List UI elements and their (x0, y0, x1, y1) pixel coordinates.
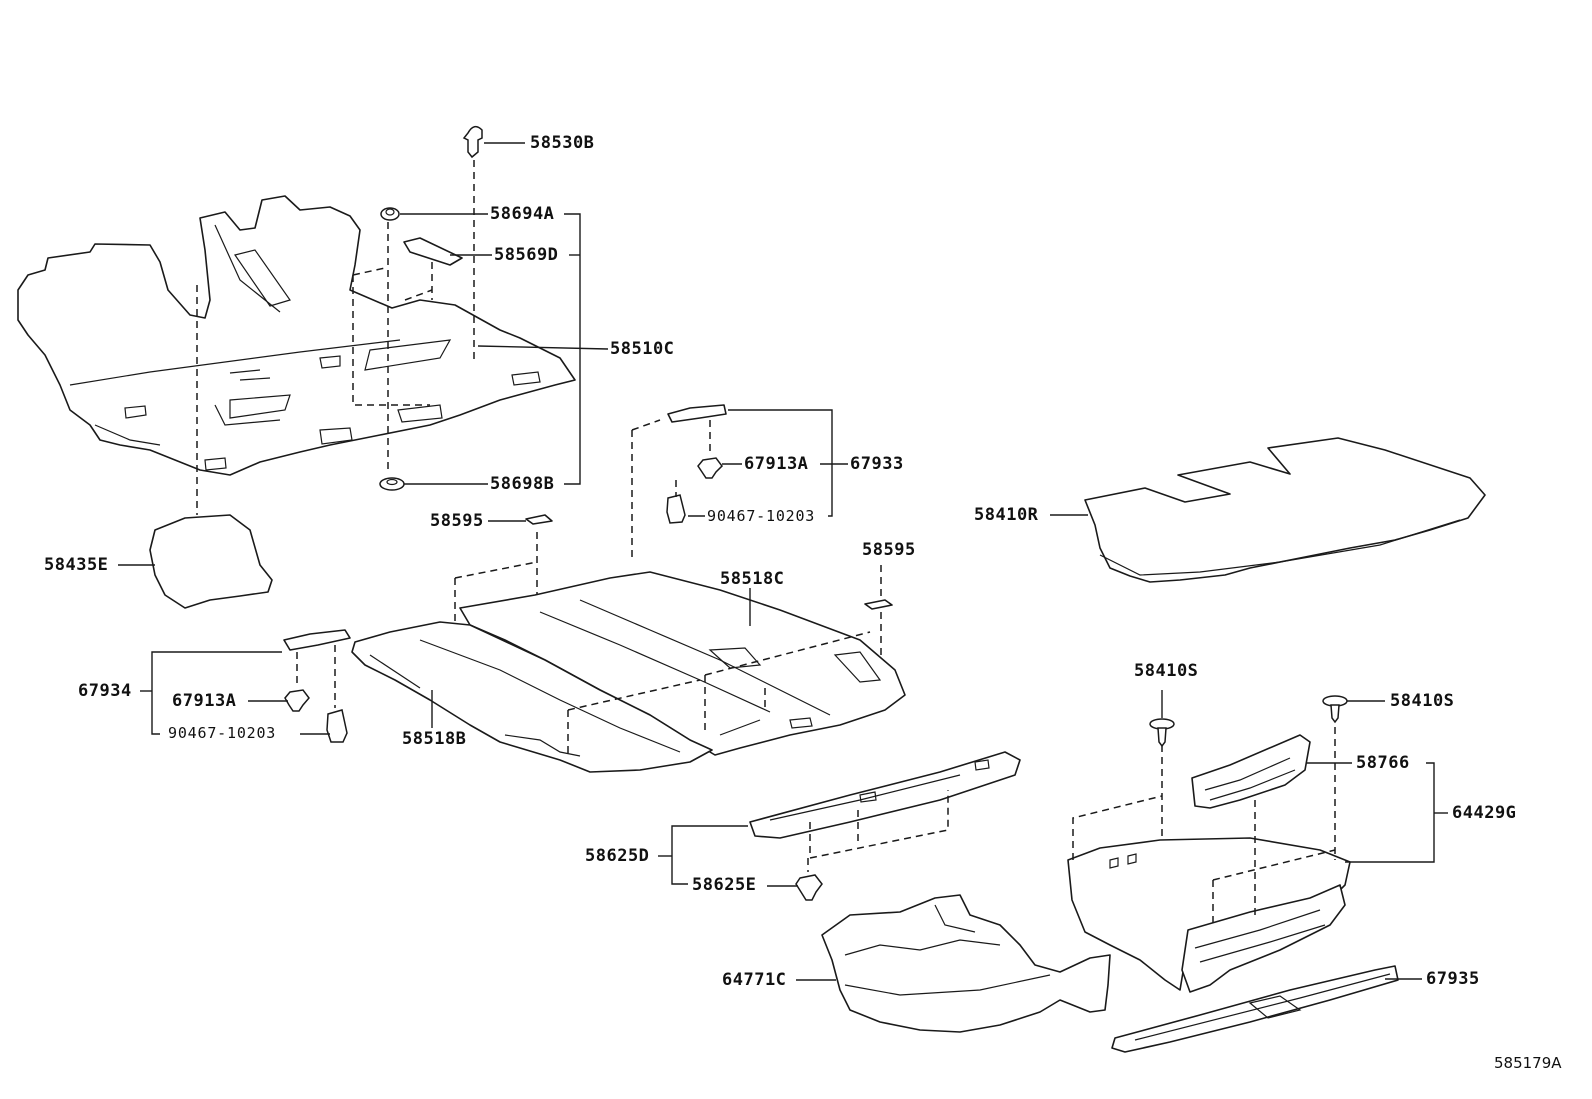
label-58595-right: 58595 (862, 540, 916, 560)
label-58410S-right: 58410S (1390, 691, 1455, 711)
label-67913A-bottom: 67913A (172, 691, 237, 711)
label-67935: 67935 (1426, 969, 1480, 989)
clip-58625E[interactable] (795, 874, 823, 901)
label-67934: 67934 (78, 681, 132, 701)
label-64771C: 64771C (722, 970, 787, 990)
pad-58595-left[interactable] (525, 514, 553, 525)
grommet-58698B[interactable] (379, 477, 405, 491)
floor-carpet-58518B[interactable] (351, 621, 713, 773)
label-58510C: 58510C (610, 339, 675, 359)
label-64429G: 64429G (1452, 803, 1517, 823)
clip-67913A-top[interactable] (697, 457, 723, 479)
bracket-67934[interactable] (283, 629, 351, 651)
label-58530B: 58530B (530, 133, 595, 153)
label-67933: 67933 (850, 454, 904, 474)
sill-plate-67935[interactable] (1111, 965, 1399, 1053)
pad-58595-right[interactable] (864, 599, 893, 610)
label-58698B: 58698B (490, 474, 555, 494)
clip-58410S-left[interactable] (1149, 718, 1175, 748)
clip-58530B[interactable] (462, 125, 483, 159)
panel-58625D[interactable] (749, 751, 1021, 839)
label-58410S-left: 58410S (1134, 661, 1199, 681)
pad-58435E[interactable] (149, 514, 273, 609)
grommet-58694A[interactable] (380, 207, 400, 221)
clip-90467-10203-top[interactable] (666, 494, 686, 524)
floor-carpet-58518C[interactable] (459, 571, 906, 756)
label-58625E: 58625E (692, 875, 757, 895)
clip-90467-10203-bottom[interactable] (326, 709, 348, 743)
label-58518C: 58518C (720, 569, 785, 589)
pad-58569D[interactable] (403, 237, 463, 266)
label-90467-10203-bottom: 90467-10203 (168, 724, 277, 742)
front-floor-carpet-58510C[interactable] (17, 195, 576, 476)
label-90467-10203-top: 90467-10203 (707, 507, 816, 525)
label-58694A: 58694A (490, 204, 555, 224)
label-58410R: 58410R (974, 505, 1039, 525)
panel-58766[interactable] (1191, 734, 1311, 809)
trim-64429G[interactable] (1067, 837, 1351, 993)
label-58766: 58766 (1356, 753, 1410, 773)
deck-board-58410R[interactable] (1084, 437, 1486, 583)
clip-58410S-right[interactable] (1322, 695, 1348, 724)
diagram-code: 585179A (1494, 1054, 1562, 1072)
label-67913A-top: 67913A (744, 454, 809, 474)
bracket-67933[interactable] (667, 404, 727, 423)
label-58569D: 58569D (494, 245, 559, 265)
label-58518B: 58518B (402, 729, 467, 749)
label-58625D: 58625D (585, 846, 650, 866)
label-58435E: 58435E (44, 555, 109, 575)
clip-67913A-bottom[interactable] (284, 689, 310, 712)
label-58595-left: 58595 (430, 511, 484, 531)
tray-64771C[interactable] (821, 894, 1111, 1033)
